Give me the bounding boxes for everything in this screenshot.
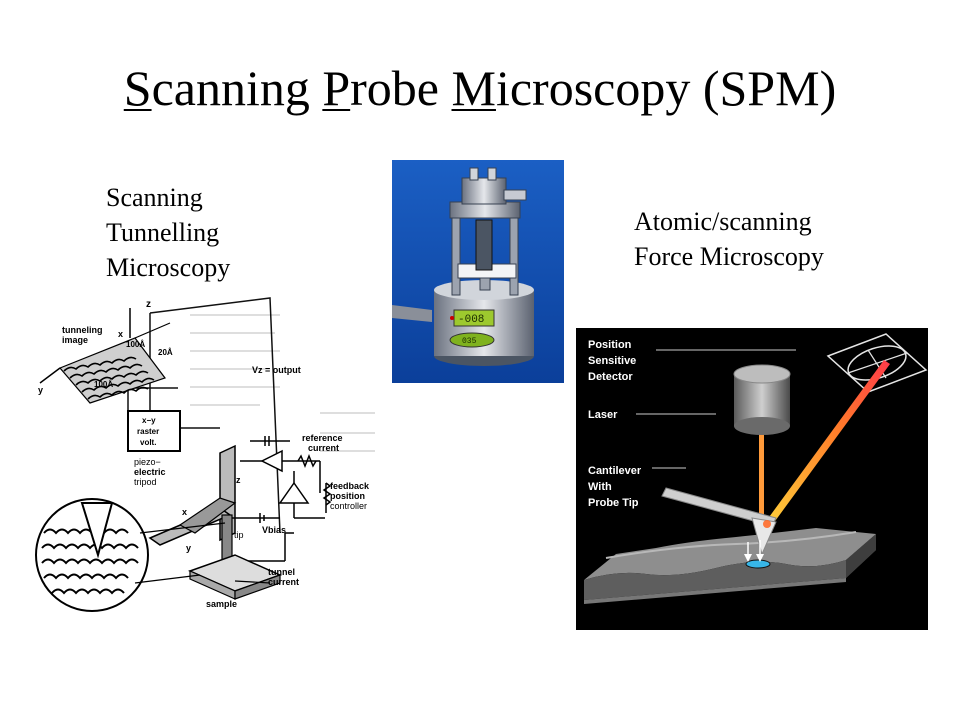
scanner-tube [475,219,493,271]
laser-source [733,364,791,435]
vz-output-label: Vz = output [252,365,301,375]
afm-label-line-2: Force Microscopy [634,242,824,271]
cable [392,305,432,322]
tunneling-image-label-2: image [62,335,88,345]
tripod-x-label: x [182,507,187,517]
microscope-photo: -008 035 [392,160,564,383]
afm-label-line-1: Atomic/scanning [634,207,812,236]
atomic-magnifier [35,498,226,612]
axis-z-label: z [146,299,151,310]
display-bottom-value: 035 [462,337,477,346]
piezo-tripod [148,444,237,562]
stm-label-line-3: Microscopy [106,253,231,282]
laser-label: Laser [588,409,618,421]
cantilever [661,487,777,562]
reference-current-label-2: current [308,443,339,453]
microscope-photo-drawing: -008 035 [392,160,564,383]
slide-title: Scanning Probe Microscopy (SPM) [0,58,960,118]
stm-figure-labels: tunneling image z x y 100Å 20Å 100Å Vz =… [38,299,370,609]
stm-label-line-1: Scanning [106,183,203,212]
sample-label: sample [206,599,237,609]
title-word-probe: robe [350,60,452,116]
tripod-z-label: z [236,475,241,485]
title-initial-s: S [123,60,152,116]
psd-label-1: Position [588,339,632,351]
title-initial-m: M [451,60,496,116]
cantilever-label-2: With [588,481,612,493]
display-bottom [449,332,495,348]
axis-x-label: x [118,329,123,339]
tunneling-image-label-1: tunneling [62,325,103,335]
raster-label-2: raster [137,427,159,436]
scale-100a-top: 100Å [126,340,145,349]
sample-block [187,554,283,600]
tripod-y-label: y [186,543,191,553]
reference-current-label-1: reference [302,433,343,443]
tunnel-current-label-1: tunnel [268,567,295,577]
raster-box [127,410,181,452]
stm-label: Scanning Tunnelling Microscopy [106,180,230,285]
afm-schematic: Position Sensitive Detector Laser Cantil… [576,328,928,630]
tunneling-image [39,308,171,404]
reflected-laser-beam [764,360,890,528]
title-word-scanning: canning [151,60,323,116]
tunnel-current-label-2: current [268,577,299,587]
scan-head [461,177,507,205]
stm-schematic: tunneling image z x y 100Å 20Å 100Å Vz =… [30,293,376,629]
raster-label-1: x−y [142,416,156,425]
position-detector [826,333,928,393]
tip-label: tip [234,530,244,540]
piezo-label-1: piezo− [134,457,161,467]
cantilever-label-3: Probe Tip [588,497,639,509]
afm-figure-labels: Position Sensitive Detector Laser Cantil… [588,339,642,509]
afm-guide-lines [636,349,796,469]
axis-y-label: y [38,385,43,395]
vbias-label: Vbias [262,525,286,535]
scale-20a: 20Å [158,348,173,357]
incident-laser-beam [759,426,764,526]
psd-label-2: Sensitive [588,355,636,367]
afm-schematic-drawing: Position Sensitive Detector Laser Cantil… [576,328,928,630]
piezo-label-2: electric [134,467,166,477]
raster-label-3: volt. [140,438,156,447]
piezo-label-3: tripod [134,477,157,487]
title-word-microscopy: icroscopy (SPM) [495,60,837,116]
cantilever-label-1: Cantilever [588,465,642,477]
afm-sample-surface [584,528,876,604]
display-top-value: -008 [458,314,484,326]
indicator-light [450,316,454,320]
stm-schematic-drawing: tunneling image z x y 100Å 20Å 100Å Vz =… [35,297,375,612]
feedback-label-1: feedback [330,481,370,491]
psd-label-3: Detector [588,371,633,383]
feedback-label-3: controller [330,501,367,511]
feedback-label-2: position [330,491,365,501]
feedback-circuit [232,436,332,562]
afm-label: Atomic/scanning Force Microscopy [634,204,824,274]
stm-background-lines [190,314,375,452]
scale-100a-bottom: 100Å [94,380,113,389]
stm-label-line-2: Tunnelling [106,218,220,247]
title-initial-p: P [322,60,351,116]
